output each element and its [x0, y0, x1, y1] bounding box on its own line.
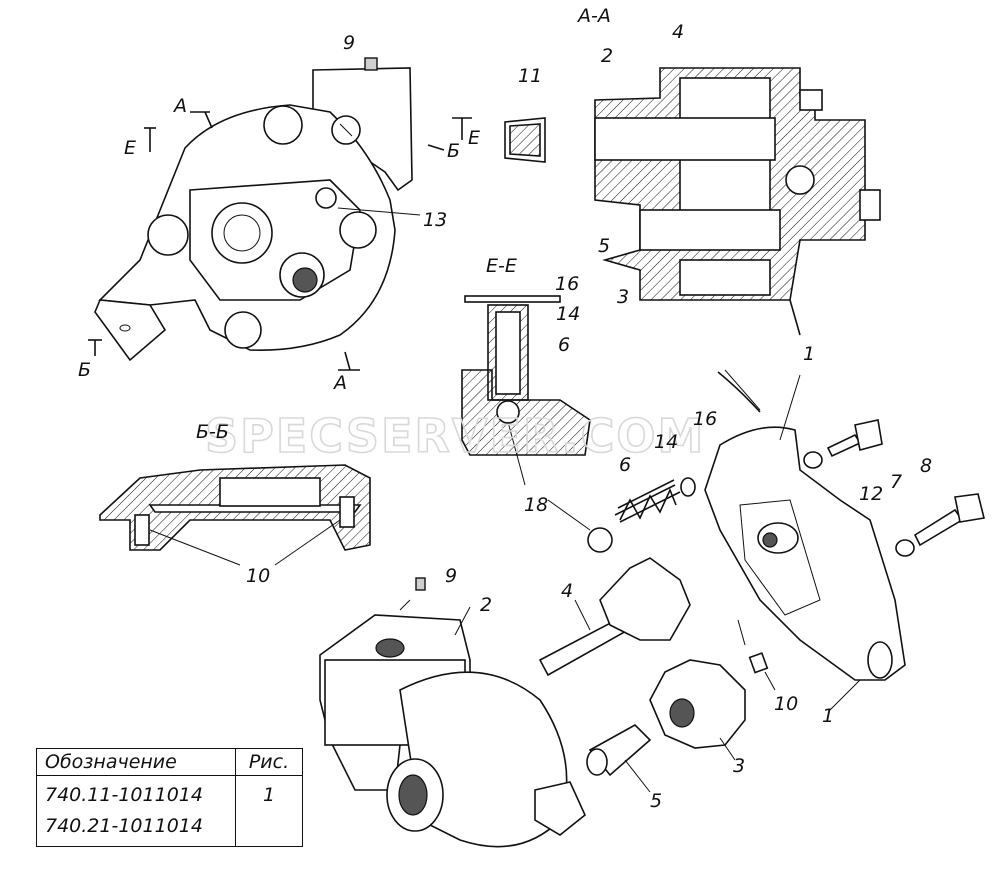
section-title-aa: А-А [576, 5, 611, 27]
exploded-small-parts [399, 371, 985, 793]
designation-table-row: 740.11-1011014 740.21-1011014 1 [36, 775, 303, 847]
part-label-6-right: 6 [619, 454, 631, 476]
part-label-14-right: 14 [654, 431, 678, 453]
watermark-text: SPECSERVER.COM [205, 409, 705, 463]
cut-mark-e-right: Е [468, 127, 480, 149]
cut-mark-b-left: Б [78, 359, 91, 381]
section-title-bb: Б-Б [196, 421, 229, 443]
section-aa [504, 67, 881, 336]
section-title-ee: Е-Е [486, 255, 517, 277]
designation-cell: 740.11-1011014 740.21-1011014 [36, 775, 236, 847]
part-label-9-top: 9 [343, 32, 355, 54]
part-label-1-bottom: 1 [822, 705, 834, 727]
part-label-10-right: 10 [774, 693, 798, 715]
section-bb [99, 464, 371, 566]
exploded-cover-1 [704, 369, 906, 681]
part-label-5-bottom: 5 [650, 790, 662, 812]
header-figure: Рис. [235, 748, 303, 776]
part-label-2-top: 2 [601, 45, 613, 67]
part-label-12: 12 [859, 483, 883, 505]
designation-table: Обозначение Рис. 740.11-1011014 740.21-1… [36, 748, 303, 847]
part-label-2-bottom: 2 [480, 594, 492, 616]
section-ee [461, 295, 591, 486]
part-label-14-mid: 14 [556, 303, 580, 325]
part-label-18: 18 [524, 494, 548, 516]
part-label-16-right: 16 [693, 408, 717, 430]
part-label-4-top: 4 [672, 21, 684, 43]
part-label-5-top: 5 [598, 235, 610, 257]
figure-cell: 1 [235, 775, 303, 847]
designation-value-2: 740.21-1011014 [45, 815, 203, 837]
cut-mark-a-bottom: А [332, 372, 347, 394]
cut-mark-e-left: Е [124, 137, 136, 159]
part-label-11: 11 [518, 65, 542, 87]
part-label-13: 13 [423, 209, 447, 231]
designation-value-1: 740.11-1011014 [45, 784, 203, 806]
part-label-1-mid: 1 [803, 343, 815, 365]
part-label-4-bottom: 4 [561, 580, 573, 602]
part-label-7: 7 [890, 471, 902, 493]
cut-mark-b-right: Б [447, 140, 460, 162]
part-label-8: 8 [920, 455, 932, 477]
designation-table-header: Обозначение Рис. [36, 748, 303, 776]
exploded-housing-2 [319, 577, 586, 848]
part-label-10-bb: 10 [246, 565, 270, 587]
part-label-3-top: 3 [617, 286, 629, 308]
pump-end-view [88, 57, 472, 371]
part-label-16-mid: 16 [555, 273, 579, 295]
part-label-9-bottom: 9 [445, 565, 457, 587]
part-label-6-mid: 6 [558, 334, 570, 356]
cut-mark-a-top: А [172, 95, 187, 117]
header-designation: Обозначение [36, 748, 236, 776]
part-label-3-bottom: 3 [733, 755, 745, 777]
